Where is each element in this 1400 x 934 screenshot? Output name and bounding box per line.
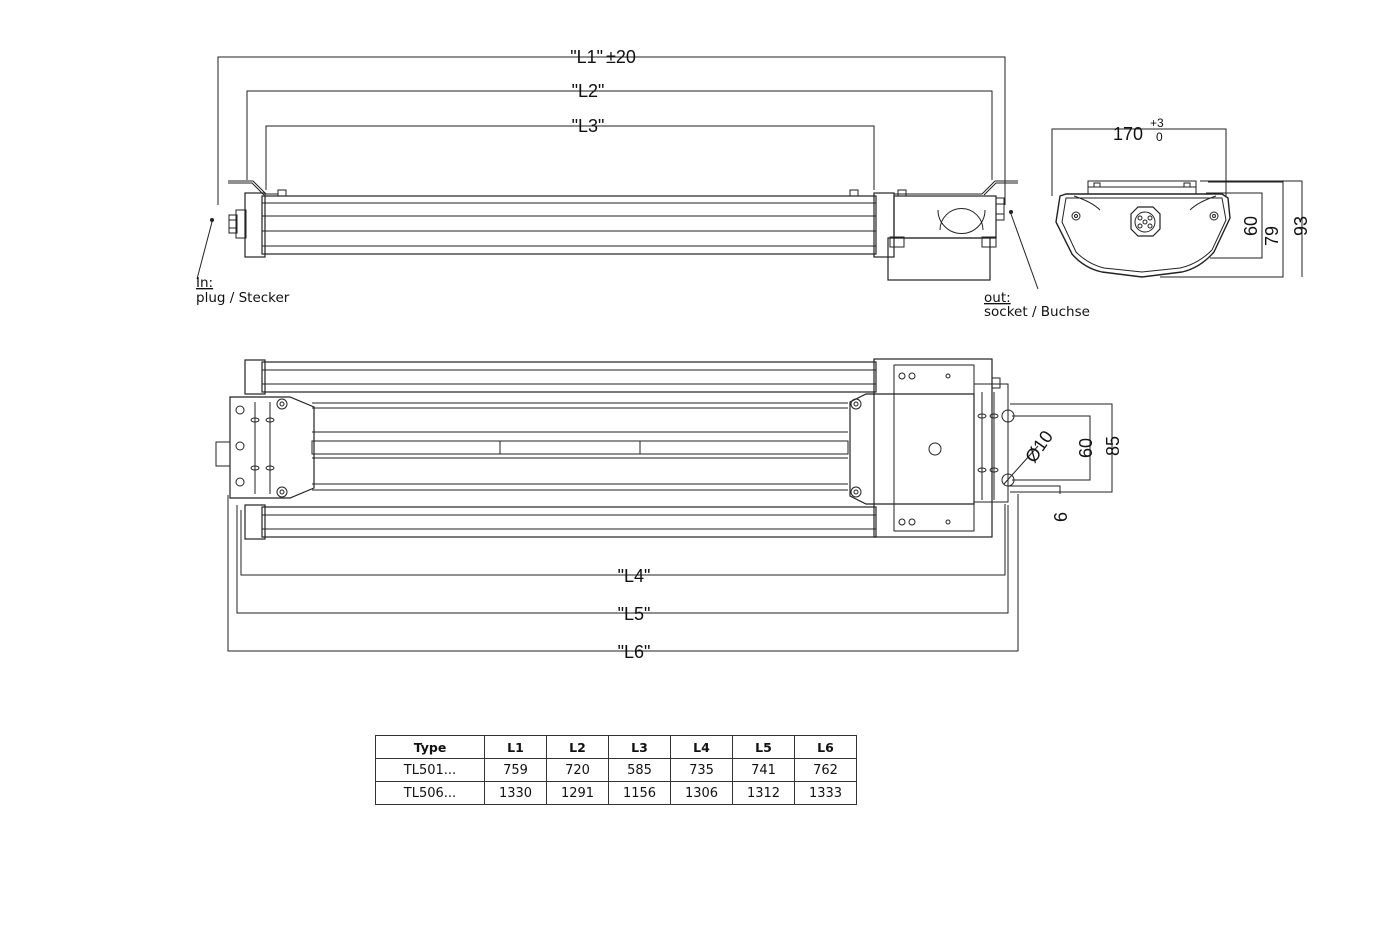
table-cell-type: TL501... xyxy=(375,758,485,782)
right-housing-top xyxy=(873,358,993,538)
dim-line-l3 xyxy=(265,125,875,190)
label-h79: 79 xyxy=(1262,226,1282,246)
out-title: out: xyxy=(984,290,1011,306)
dim-line-width xyxy=(1051,128,1227,196)
col-header-l5: L5 xyxy=(732,735,795,759)
table-cell: 735 xyxy=(670,758,733,782)
table-cell-type: TL506... xyxy=(375,781,485,805)
col-header-l6: L6 xyxy=(794,735,857,759)
end-view xyxy=(1051,128,1303,278)
dim-line-l1 xyxy=(217,56,1006,205)
connector-icon xyxy=(1130,206,1161,237)
dim-line-l2 xyxy=(246,90,993,180)
table-cell: 1156 xyxy=(608,781,671,805)
in-text: plug / Stecker xyxy=(196,290,290,306)
dim-line-79 xyxy=(1160,181,1284,278)
table-cell: 585 xyxy=(608,758,671,782)
table-header-row: Type L1 L2 L3 L4 L5 L6 xyxy=(375,735,857,759)
dimension-table: Type L1 L2 L3 L4 L5 L6 TL501... 759 720 … xyxy=(375,735,857,805)
table-cell: 1312 xyxy=(732,781,795,805)
label-hole-dia: Ø10 xyxy=(1021,427,1057,466)
dim-line-hole-60 xyxy=(1012,415,1091,481)
top-rail xyxy=(261,361,877,393)
dim-line-93 xyxy=(1200,180,1303,277)
label-h60: 60 xyxy=(1241,216,1261,236)
table-cell: 762 xyxy=(794,758,857,782)
table-row: TL506... 1330 1291 1156 1306 1312 1333 xyxy=(375,781,857,805)
label-l1-tolerance: ±20 xyxy=(606,47,636,67)
label-l3: "L3" xyxy=(572,116,605,136)
label-width-tol-lower: 0 xyxy=(1156,130,1163,144)
lamp-window xyxy=(499,440,641,455)
table-cell: 1291 xyxy=(546,781,609,805)
table-cell: 1306 xyxy=(670,781,733,805)
table-cell: 759 xyxy=(484,758,547,782)
table-row: TL501... 759 720 585 735 741 762 xyxy=(375,758,857,782)
dim-line-hole-dia xyxy=(1003,445,1039,485)
col-header-l4: L4 xyxy=(670,735,733,759)
dim-line-l4 xyxy=(240,504,1006,576)
label-width: 170 xyxy=(1113,124,1143,144)
table-cell: 1333 xyxy=(794,781,857,805)
side-view xyxy=(196,56,1039,290)
label-l2: "L2" xyxy=(572,81,605,101)
label-l4: "L4" xyxy=(618,566,651,586)
table-cell: 741 xyxy=(732,758,795,782)
label-offset-6: 6 xyxy=(1051,512,1071,522)
right-mount-plate xyxy=(849,393,975,505)
bottom-rail xyxy=(261,506,877,538)
table-cell: 1330 xyxy=(484,781,547,805)
dim-line-offset-6 xyxy=(1008,485,1061,494)
top-view xyxy=(215,358,1113,652)
left-end-cap xyxy=(244,192,266,258)
label-hole-60: 60 xyxy=(1076,438,1096,458)
out-text: socket / Buchse xyxy=(984,304,1090,320)
dim-line-l5 xyxy=(236,505,1009,614)
in-title: In: xyxy=(196,275,213,291)
col-header-l3: L3 xyxy=(608,735,671,759)
end-housing xyxy=(1055,193,1231,278)
in-leader xyxy=(196,221,213,280)
col-header-type: Type xyxy=(375,735,485,759)
table-cell: 720 xyxy=(546,758,609,782)
label-h93: 93 xyxy=(1291,216,1311,236)
side-tube xyxy=(261,195,877,255)
out-leader xyxy=(1010,213,1039,290)
label-l1: "L1" xyxy=(570,47,603,67)
left-mount-plate xyxy=(229,396,315,499)
label-hole-85: 85 xyxy=(1103,436,1123,456)
dim-line-l6 xyxy=(227,494,1019,652)
label-width-tol-upper: +3 xyxy=(1150,116,1164,130)
label-l6: "L6" xyxy=(618,642,651,662)
col-header-l1: L1 xyxy=(484,735,547,759)
dim-line-60 xyxy=(1206,192,1263,259)
dim-line-hole-85 xyxy=(1010,403,1113,493)
label-l5: "L5" xyxy=(618,604,651,624)
col-header-l2: L2 xyxy=(546,735,609,759)
